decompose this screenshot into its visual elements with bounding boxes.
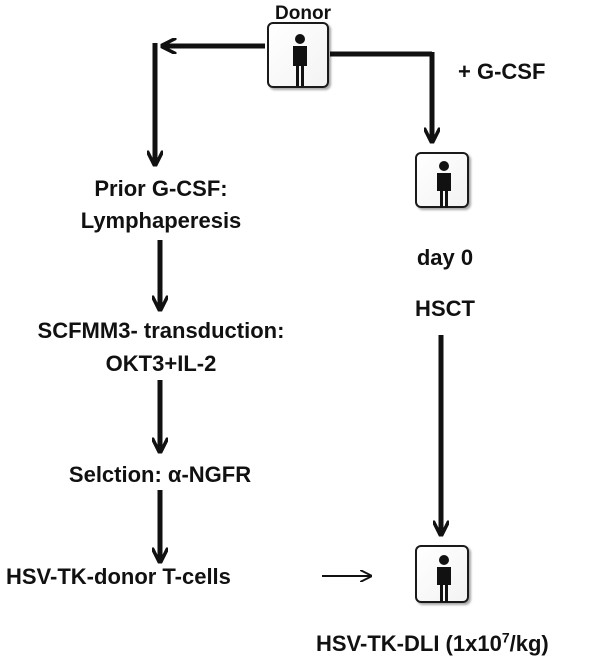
day-zero-label: day 0 [416, 245, 474, 270]
dli-suffix: /kg) [509, 631, 549, 656]
step-okt3-il2: OKT3+IL-2 [105, 351, 217, 376]
person-icon [437, 161, 451, 208]
donor-label: Donor [275, 3, 331, 24]
dli-prefix: HSV-TK-DLI (1x10 [316, 631, 502, 656]
gcsf-label: + G-CSF [458, 59, 546, 84]
recipient-box [415, 152, 469, 208]
step-prior-gcsf: Prior G-CSF: [94, 176, 228, 201]
hsct-label: HSCT [415, 296, 475, 321]
person-icon [293, 34, 307, 86]
step-transduction: SCFMM3- transduction: [37, 318, 285, 343]
dli-exponent: 7 [501, 629, 510, 646]
step-tk-donor-tcells: HSV-TK-donor T-cells [6, 564, 231, 589]
step-lymphaperesis: Lymphaperesis [80, 208, 242, 233]
person-icon [437, 555, 451, 602]
recipient-final-box [415, 545, 469, 603]
step-selection: Selction: α-NGFR [68, 462, 252, 487]
dli-dose-label: HSV-TK-DLI (1x107/kg) [316, 630, 549, 658]
donor-box [267, 22, 329, 88]
